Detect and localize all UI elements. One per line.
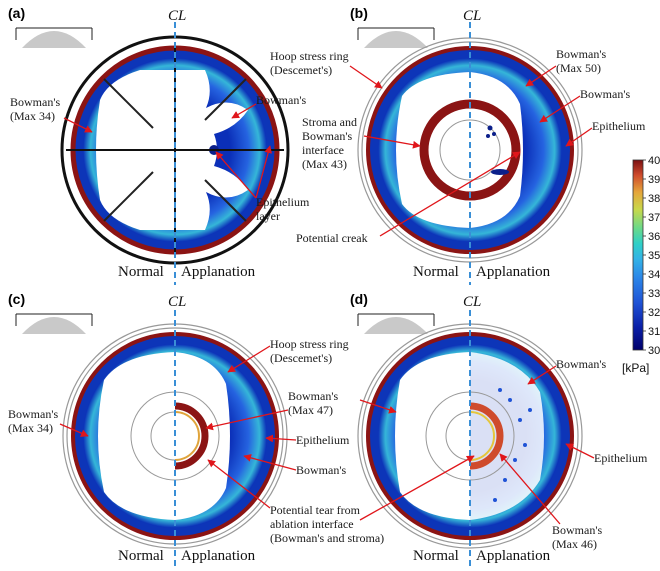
arrow-c-3 bbox=[205, 409, 289, 431]
arrow-a-3 bbox=[215, 151, 257, 199]
label-applanation-c: Applanation bbox=[181, 548, 256, 564]
label-bowmans-max-a: Bowman's bbox=[10, 95, 60, 109]
panel-a-disk bbox=[60, 35, 290, 265]
cornea-icon bbox=[357, 27, 435, 48]
label-bowmans-max-c-2: (Max 47) bbox=[288, 403, 333, 417]
centerline-symbol-a: CL bbox=[168, 8, 186, 24]
label-bowmans-max-d: Bowman's bbox=[552, 523, 602, 537]
arrow-b-3 bbox=[539, 95, 581, 123]
panel-d: (d) CL Bowman's Epithelium bbox=[350, 291, 648, 566]
label-interface-b-2: Bowman's bbox=[302, 129, 352, 143]
colorbar-tick-label: 38 bbox=[648, 193, 660, 205]
label-applanation-b: Applanation bbox=[476, 264, 551, 280]
arrow-d-5 bbox=[359, 455, 475, 521]
panel-b: (b) CL Hoop stress ring (Descemet's) Bow bbox=[270, 5, 646, 285]
label-tear-c: Potential tear from bbox=[270, 503, 361, 517]
arrow-b-1 bbox=[349, 65, 383, 89]
label-creak-b: Potential creak bbox=[296, 231, 368, 245]
arrow-d-4 bbox=[359, 399, 397, 414]
label-epithelium-d: Epithelium bbox=[594, 451, 648, 465]
label-hoop-c-2: (Descemet's) bbox=[270, 351, 332, 365]
colorbar-tick-label: 34 bbox=[648, 269, 660, 281]
label-interface-b-3: interface bbox=[302, 143, 344, 157]
colorbar-ticks: 40 39 38 37 36 35 34 33 32 31 30 bbox=[643, 155, 660, 357]
arrow-b-6 bbox=[379, 151, 521, 237]
label-applanation-a: Applanation bbox=[181, 264, 256, 280]
label-tear-c-3: (Bowman's and stroma) bbox=[270, 531, 384, 545]
cornea-icon bbox=[15, 27, 93, 48]
arrow-b-2 bbox=[525, 65, 557, 87]
colorbar-unit: [kPa] bbox=[622, 361, 649, 375]
label-bowmans-left-c-2: (Max 34) bbox=[8, 421, 53, 435]
label-epithelium-b: Epithelium bbox=[592, 119, 646, 133]
label-bowmans-max-d-2: (Max 46) bbox=[552, 537, 597, 551]
panel-d-tag: (d) bbox=[350, 291, 368, 307]
label-epithelium-a: Epithelium bbox=[256, 195, 310, 209]
label-interface-b: Stroma and bbox=[302, 115, 357, 129]
label-bowmans-d: Bowman's bbox=[556, 357, 606, 371]
arrow-b-4 bbox=[363, 135, 421, 149]
panel-a: (a) CL Bowman's (Max 34) bbox=[8, 5, 310, 285]
label-epithelium-c: Epithelium bbox=[296, 433, 350, 447]
arrow-a-4 bbox=[255, 145, 272, 199]
label-hoop-b-2: (Descemet's) bbox=[270, 63, 332, 77]
label-bowmans-max-b-2: (Max 50) bbox=[556, 61, 601, 75]
panel-c-tag: (c) bbox=[8, 291, 25, 307]
colorbar-tick-label: 37 bbox=[648, 212, 660, 224]
colorbar-tick-label: 35 bbox=[648, 250, 660, 262]
arrow-a-1 bbox=[63, 117, 93, 133]
panel-a-tag: (a) bbox=[8, 5, 25, 21]
colorbar-tick-label: 32 bbox=[648, 307, 660, 319]
cornea-icon bbox=[15, 313, 93, 334]
label-bowmans-max-a-2: (Max 34) bbox=[10, 109, 55, 123]
arrow-b-5 bbox=[565, 127, 593, 147]
label-tear-c-2: ablation interface bbox=[270, 517, 354, 531]
colorbar-tick-label: 36 bbox=[648, 231, 660, 243]
centerline-symbol-b: CL bbox=[463, 8, 481, 24]
colorbar-tick-label: 33 bbox=[648, 288, 660, 300]
label-normal-d: Normal bbox=[413, 548, 459, 564]
centerline-symbol-d: CL bbox=[463, 294, 481, 310]
label-normal-a: Normal bbox=[118, 264, 164, 280]
panel-c: (c) CL Hoop stress ring (Descemet's) Bow… bbox=[8, 291, 384, 566]
colorbar-tick-label: 31 bbox=[648, 326, 660, 338]
label-bowmans-c: Bowman's bbox=[296, 463, 346, 477]
label-hoop-b: Hoop stress ring bbox=[270, 49, 349, 63]
label-bowmans-a: Bowman's bbox=[256, 93, 306, 107]
label-bowmans-b: Bowman's bbox=[580, 87, 630, 101]
label-bowmans-max-b: Bowman's bbox=[556, 47, 606, 61]
arrow-c-2 bbox=[59, 423, 89, 437]
cornea-icon bbox=[357, 313, 435, 334]
colorbar-tick-label: 30 bbox=[648, 345, 660, 357]
label-normal-b: Normal bbox=[413, 264, 459, 280]
label-bowmans-max-c: Bowman's bbox=[288, 389, 338, 403]
arrow-d-3 bbox=[499, 453, 561, 525]
colorbar-tick-label: 39 bbox=[648, 174, 660, 186]
arrow-a-2 bbox=[231, 103, 257, 119]
label-epithelium-a-2: layer bbox=[256, 209, 280, 223]
arrow-c-5 bbox=[243, 454, 297, 471]
arrow-d-1 bbox=[527, 365, 557, 385]
arrow-c-1 bbox=[227, 345, 271, 373]
colorbar: 40 39 38 37 36 35 34 33 32 31 30 [kPa] bbox=[622, 155, 660, 375]
label-bowmans-left-c: Bowman's bbox=[8, 407, 58, 421]
label-hoop-c: Hoop stress ring bbox=[270, 337, 349, 351]
label-interface-b-4: (Max 43) bbox=[302, 157, 347, 171]
arrow-c-4 bbox=[265, 434, 297, 443]
arrow-c-6 bbox=[207, 459, 271, 509]
label-normal-c: Normal bbox=[118, 548, 164, 564]
label-applanation-d: Applanation bbox=[476, 548, 551, 564]
colorbar-tick-label: 40 bbox=[648, 155, 660, 167]
colorbar-gradient bbox=[632, 159, 644, 351]
centerline-symbol-c: CL bbox=[168, 294, 186, 310]
arrow-d-2 bbox=[565, 443, 595, 459]
panel-b-tag: (b) bbox=[350, 5, 368, 21]
